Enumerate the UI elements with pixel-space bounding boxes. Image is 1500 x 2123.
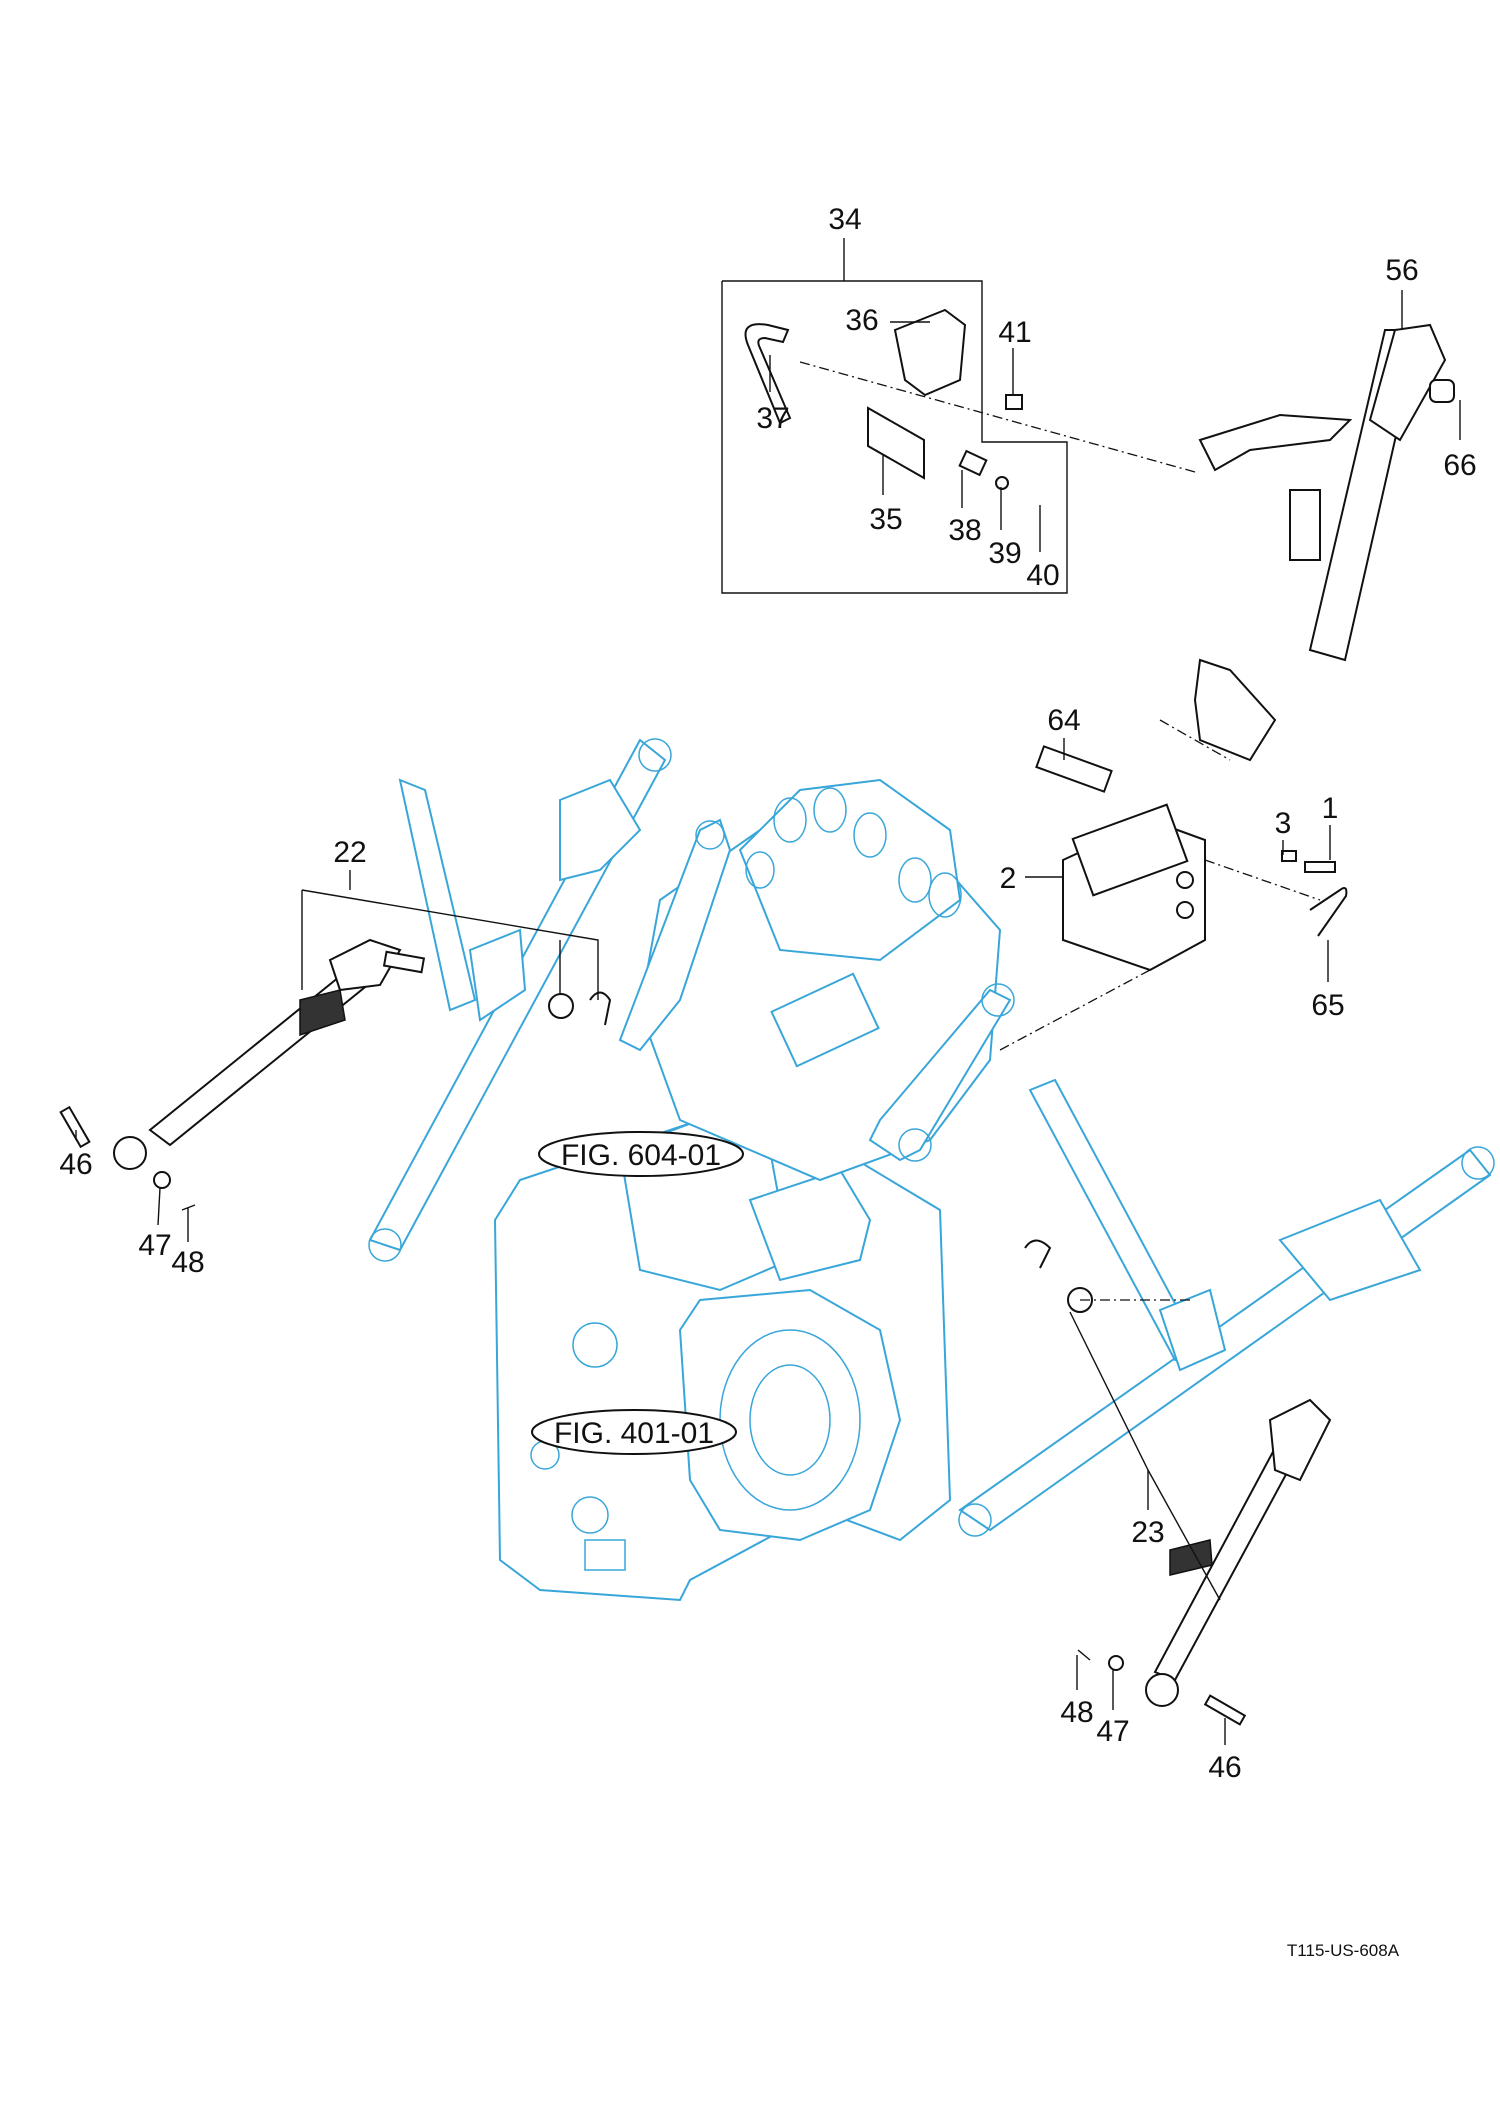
callout-46-left: 46 bbox=[59, 1148, 92, 1181]
fig-ref-401-01-label[interactable]: FIG. 401-01 bbox=[554, 1417, 714, 1450]
callout-66: 66 bbox=[1443, 449, 1476, 482]
callout-64: 64 bbox=[1047, 704, 1080, 737]
hydraulic-lift-reference bbox=[618, 778, 1015, 1182]
callout-1: 1 bbox=[1322, 792, 1339, 825]
leader-lines bbox=[75, 290, 1461, 1745]
callout-38: 38 bbox=[948, 514, 981, 547]
callout-47-right: 47 bbox=[1096, 1715, 1129, 1748]
callout-47-left: 47 bbox=[138, 1229, 171, 1262]
lower-link-right-reference bbox=[958, 1078, 1495, 1537]
transmission-housing-reference bbox=[493, 1118, 952, 1602]
lower-link-left-reference bbox=[368, 738, 672, 1262]
callout-35: 35 bbox=[869, 503, 902, 536]
bracket-part-2 bbox=[999, 745, 1348, 1051]
callout-41: 41 bbox=[998, 316, 1031, 349]
callout-22: 22 bbox=[333, 836, 366, 869]
callout-3: 3 bbox=[1275, 807, 1292, 840]
callout-labels: 34 36 41 37 35 38 39 40 56 66 64 2 3 1 6… bbox=[59, 203, 1476, 1784]
callout-48-left: 48 bbox=[171, 1246, 204, 1279]
drawing-code: T115-US-608A bbox=[1287, 1941, 1400, 1960]
callout-2: 2 bbox=[1000, 862, 1017, 895]
assembly-34-box bbox=[721, 238, 1196, 594]
callout-23: 23 bbox=[1131, 1516, 1164, 1549]
callout-46-right: 46 bbox=[1208, 1751, 1241, 1784]
callout-37: 37 bbox=[756, 402, 789, 435]
lift-rod-left bbox=[59, 938, 612, 1211]
callout-34: 34 bbox=[828, 203, 861, 236]
fig-ref-604-01[interactable]: FIG. 604-01 bbox=[538, 1131, 744, 1177]
callout-65: 65 bbox=[1311, 989, 1344, 1022]
fig-ref-401-01[interactable]: FIG. 401-01 bbox=[531, 1409, 737, 1455]
callout-48-right: 48 bbox=[1060, 1696, 1093, 1729]
callout-56: 56 bbox=[1385, 254, 1418, 287]
callout-36: 36 bbox=[845, 304, 878, 337]
fig-ref-604-01-label[interactable]: FIG. 604-01 bbox=[561, 1139, 721, 1172]
callout-40: 40 bbox=[1026, 559, 1059, 592]
top-link-assembly bbox=[1159, 323, 1455, 762]
lift-rod-right bbox=[1024, 1239, 1332, 1726]
callout-39: 39 bbox=[988, 537, 1021, 570]
